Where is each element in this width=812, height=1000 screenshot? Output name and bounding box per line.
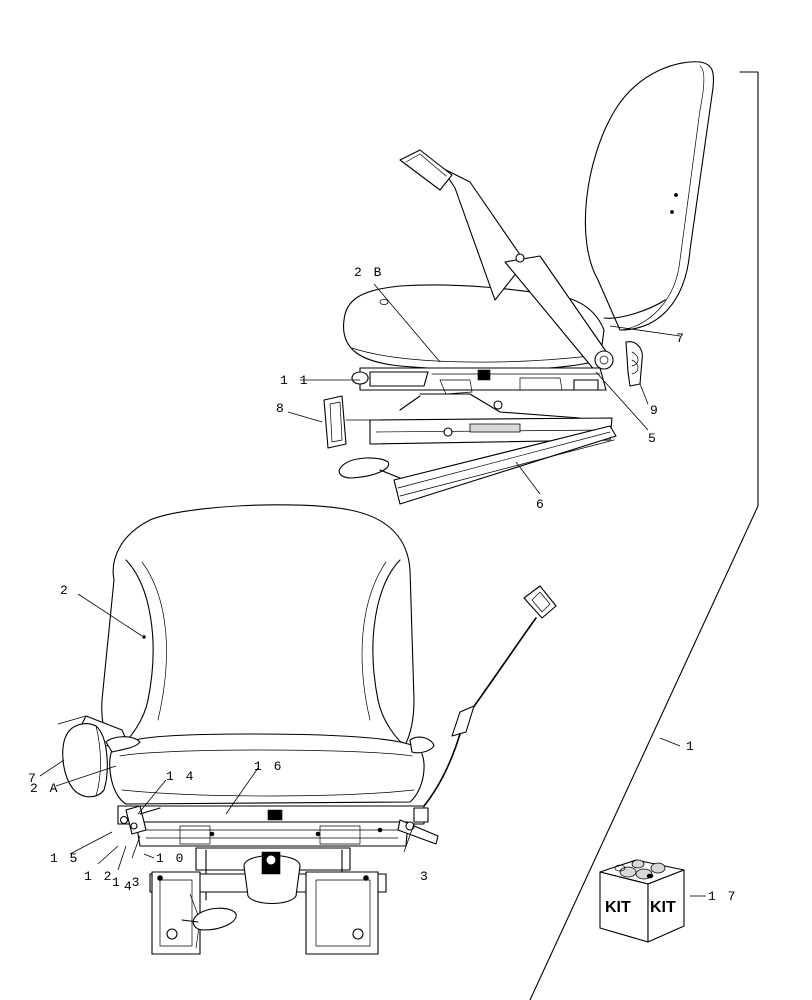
kit-box: KIT KIT	[599, 859, 685, 943]
callout-2: 2	[60, 583, 70, 598]
callout-2b: 2 B	[354, 265, 383, 280]
callout-15: 1 5	[50, 851, 79, 866]
front-view-seat	[57, 504, 557, 955]
callout-17: 1 7	[708, 889, 737, 904]
callout-1: 1	[686, 739, 696, 754]
callout-16: 1 6	[254, 759, 283, 774]
leader-lines	[39, 283, 706, 897]
callout-11: 1 1	[280, 373, 309, 388]
callout-13: 1 3	[112, 875, 141, 890]
callout-3: 3	[420, 869, 430, 884]
kit-boundary-line	[529, 71, 759, 1000]
callout-5: 5	[648, 431, 658, 446]
callout-6: 6	[536, 497, 546, 512]
kit-label-left: KIT	[605, 899, 631, 916]
callout-12: 1 2	[84, 869, 113, 884]
callouts: 1 2 2 A 2 B 3 4 5 6 7 7 8 9 1 0 1 1 1 2 …	[28, 265, 737, 904]
callout-2a: 2 A	[30, 781, 59, 796]
callout-10: 1 0	[156, 851, 185, 866]
callout-4: 4	[124, 879, 134, 894]
callout-7-front: 7	[28, 771, 38, 786]
callout-8: 8	[276, 401, 286, 416]
kit-label-right: KIT	[650, 899, 676, 916]
callout-7-side: 7	[676, 331, 686, 346]
callout-9: 9	[650, 403, 660, 418]
side-view-seat	[323, 61, 715, 505]
callout-14: 1 4	[166, 769, 195, 784]
